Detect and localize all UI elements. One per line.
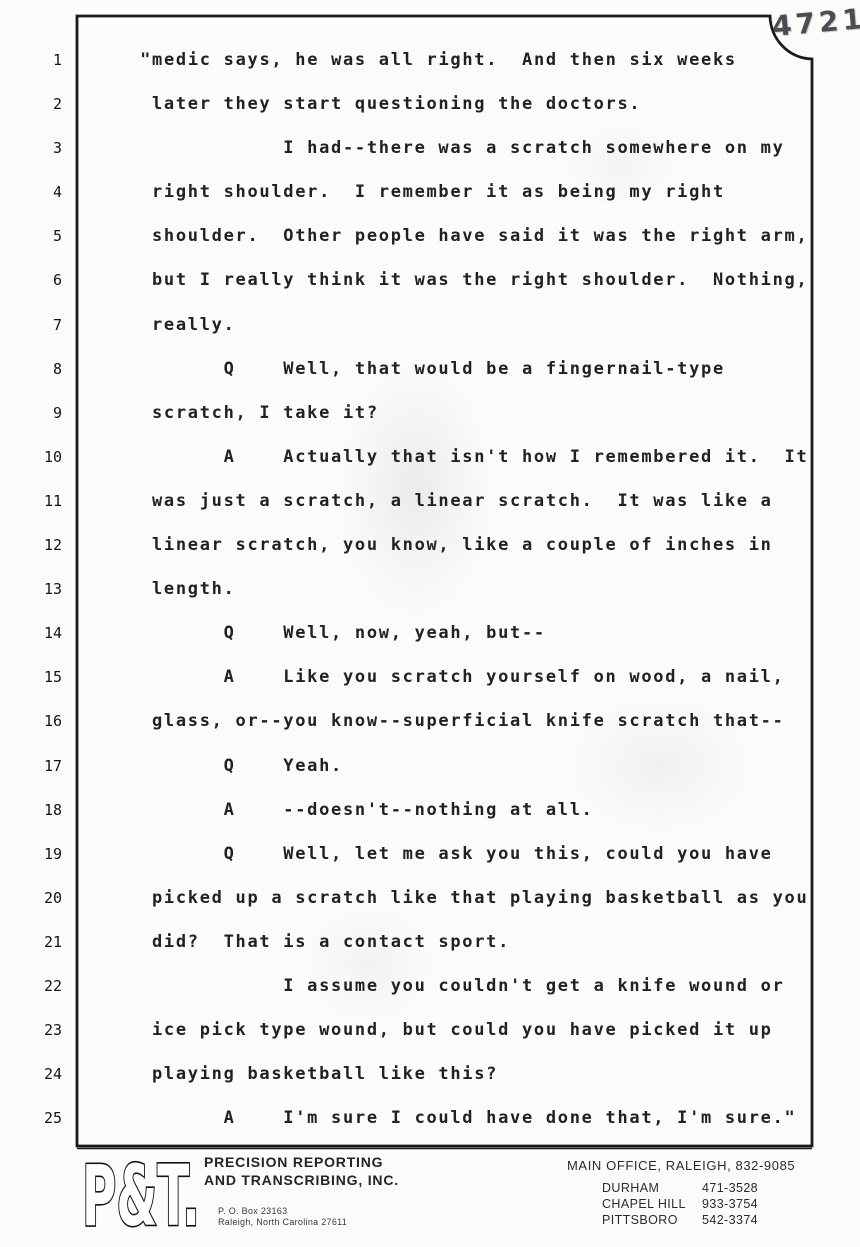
line-number: 11	[43, 491, 62, 510]
transcript-line: playing basketball like this?	[152, 1064, 499, 1085]
office-contacts: MAIN OFFICE, RALEIGH, 832-9085 DURHAM 471…	[567, 1158, 795, 1228]
branch-phone: 933-3754	[702, 1197, 759, 1211]
line-number: 24	[43, 1065, 62, 1084]
footer: P&T. PRECISION REPORTING AND TRANSCRIBIN…	[0, 1146, 860, 1247]
company-address: P. O. Box 23163 Raleigh, North Carolina …	[218, 1206, 347, 1228]
company-logo: P&T.	[80, 1151, 201, 1243]
line-number: 16	[43, 712, 62, 731]
line-number: 1	[52, 51, 62, 69]
line-number: 17	[43, 756, 62, 775]
company-name-line1: PRECISION REPORTING	[204, 1154, 384, 1170]
line-number: 12	[43, 536, 62, 555]
transcript-line: "medic says, he was all right. And then …	[140, 50, 737, 70]
branch-phone: 471-3528	[702, 1181, 759, 1195]
line-number: 25	[43, 1109, 62, 1128]
transcript-line: ice pick type wound, but could you have …	[152, 1020, 773, 1041]
transcript-line: right shoulder. I remember it as being m…	[152, 182, 725, 203]
line-number: 10	[43, 447, 62, 466]
transcript-line: glass, or--you know--superficial knife s…	[152, 711, 785, 732]
transcript-line: A --doesn't--nothing at all.	[152, 799, 594, 820]
line-number: 14	[43, 624, 62, 643]
transcript-line: was just a scratch, a linear scratch. It…	[152, 490, 773, 511]
line-number: 5	[52, 227, 62, 246]
branch-city: CHAPEL HILL	[602, 1197, 686, 1211]
transcript-line: I assume you couldn't get a knife wound …	[152, 975, 785, 996]
transcript-line: I had--there was a scratch somewhere on …	[152, 138, 785, 159]
line-number: 18	[43, 800, 62, 819]
transcript-line: A Actually that isn't how I remembered i…	[152, 446, 809, 467]
line-number: 2	[52, 95, 62, 114]
line-number: 13	[43, 580, 62, 599]
branch-office-row: DURHAM 471-3528	[602, 1180, 795, 1196]
logo-text: P&T.	[82, 1151, 200, 1243]
line-number: 23	[43, 1021, 62, 1040]
transcript-line: shoulder. Other people have said it was …	[152, 226, 809, 247]
main-office-line: MAIN OFFICE, RALEIGH, 832-9085	[567, 1158, 796, 1173]
transcript-line: linear scratch, you know, like a couple …	[152, 535, 773, 556]
line-number: 9	[52, 403, 62, 422]
line-number: 20	[43, 888, 62, 907]
line-number: 3	[52, 139, 62, 158]
line-number: 4	[52, 183, 62, 202]
transcript-line: scratch, I take it?	[152, 402, 379, 423]
transcript-line: length.	[152, 579, 236, 600]
transcript-line: did? That is a contact sport.	[152, 931, 511, 952]
branch-city: PITTSBORO	[602, 1213, 678, 1227]
transcript-line: A I'm sure I could have done that, I'm s…	[152, 1108, 797, 1129]
branch-office-row: CHAPEL HILL 933-3754	[602, 1196, 795, 1212]
line-number: 8	[52, 359, 62, 378]
transcript-line: Q Well, now, yeah, but--	[152, 623, 546, 644]
transcript-line: but I really think it was the right shou…	[152, 270, 809, 291]
line-number: 22	[43, 976, 62, 995]
company-address-line1: P. O. Box 23163	[218, 1206, 288, 1216]
line-number: 19	[43, 844, 62, 863]
transcript-line: later they start questioning the doctors…	[152, 94, 642, 115]
branch-office-row: PITTSBORO 542-3374	[602, 1212, 795, 1228]
company-name-line2: AND TRANSCRIBING, INC.	[204, 1171, 399, 1188]
company-address-line2: Raleigh, North Carolina 27611	[218, 1217, 348, 1227]
transcript-line: Q Well, let me ask you this, could you h…	[152, 843, 773, 864]
transcript-line: Q Yeah.	[152, 755, 343, 776]
line-number: 7	[52, 315, 62, 334]
line-number: 21	[43, 932, 62, 951]
company-name: PRECISION REPORTING AND TRANSCRIBING, IN…	[204, 1154, 399, 1189]
transcript-line: A Like you scratch yourself on wood, a n…	[152, 667, 785, 688]
line-number: 6	[52, 271, 62, 290]
transcript-line: Q Well, that would be a fingernail-type	[152, 358, 725, 379]
transcript-line: really.	[152, 314, 236, 335]
transcript-line: picked up a scratch like that playing ba…	[152, 887, 809, 908]
line-number: 15	[43, 668, 62, 687]
transcript-text-column: "medic says, he was all right. And then …	[140, 38, 809, 1140]
branch-phone: 542-3374	[702, 1213, 759, 1227]
branch-city: DURHAM	[602, 1181, 660, 1195]
